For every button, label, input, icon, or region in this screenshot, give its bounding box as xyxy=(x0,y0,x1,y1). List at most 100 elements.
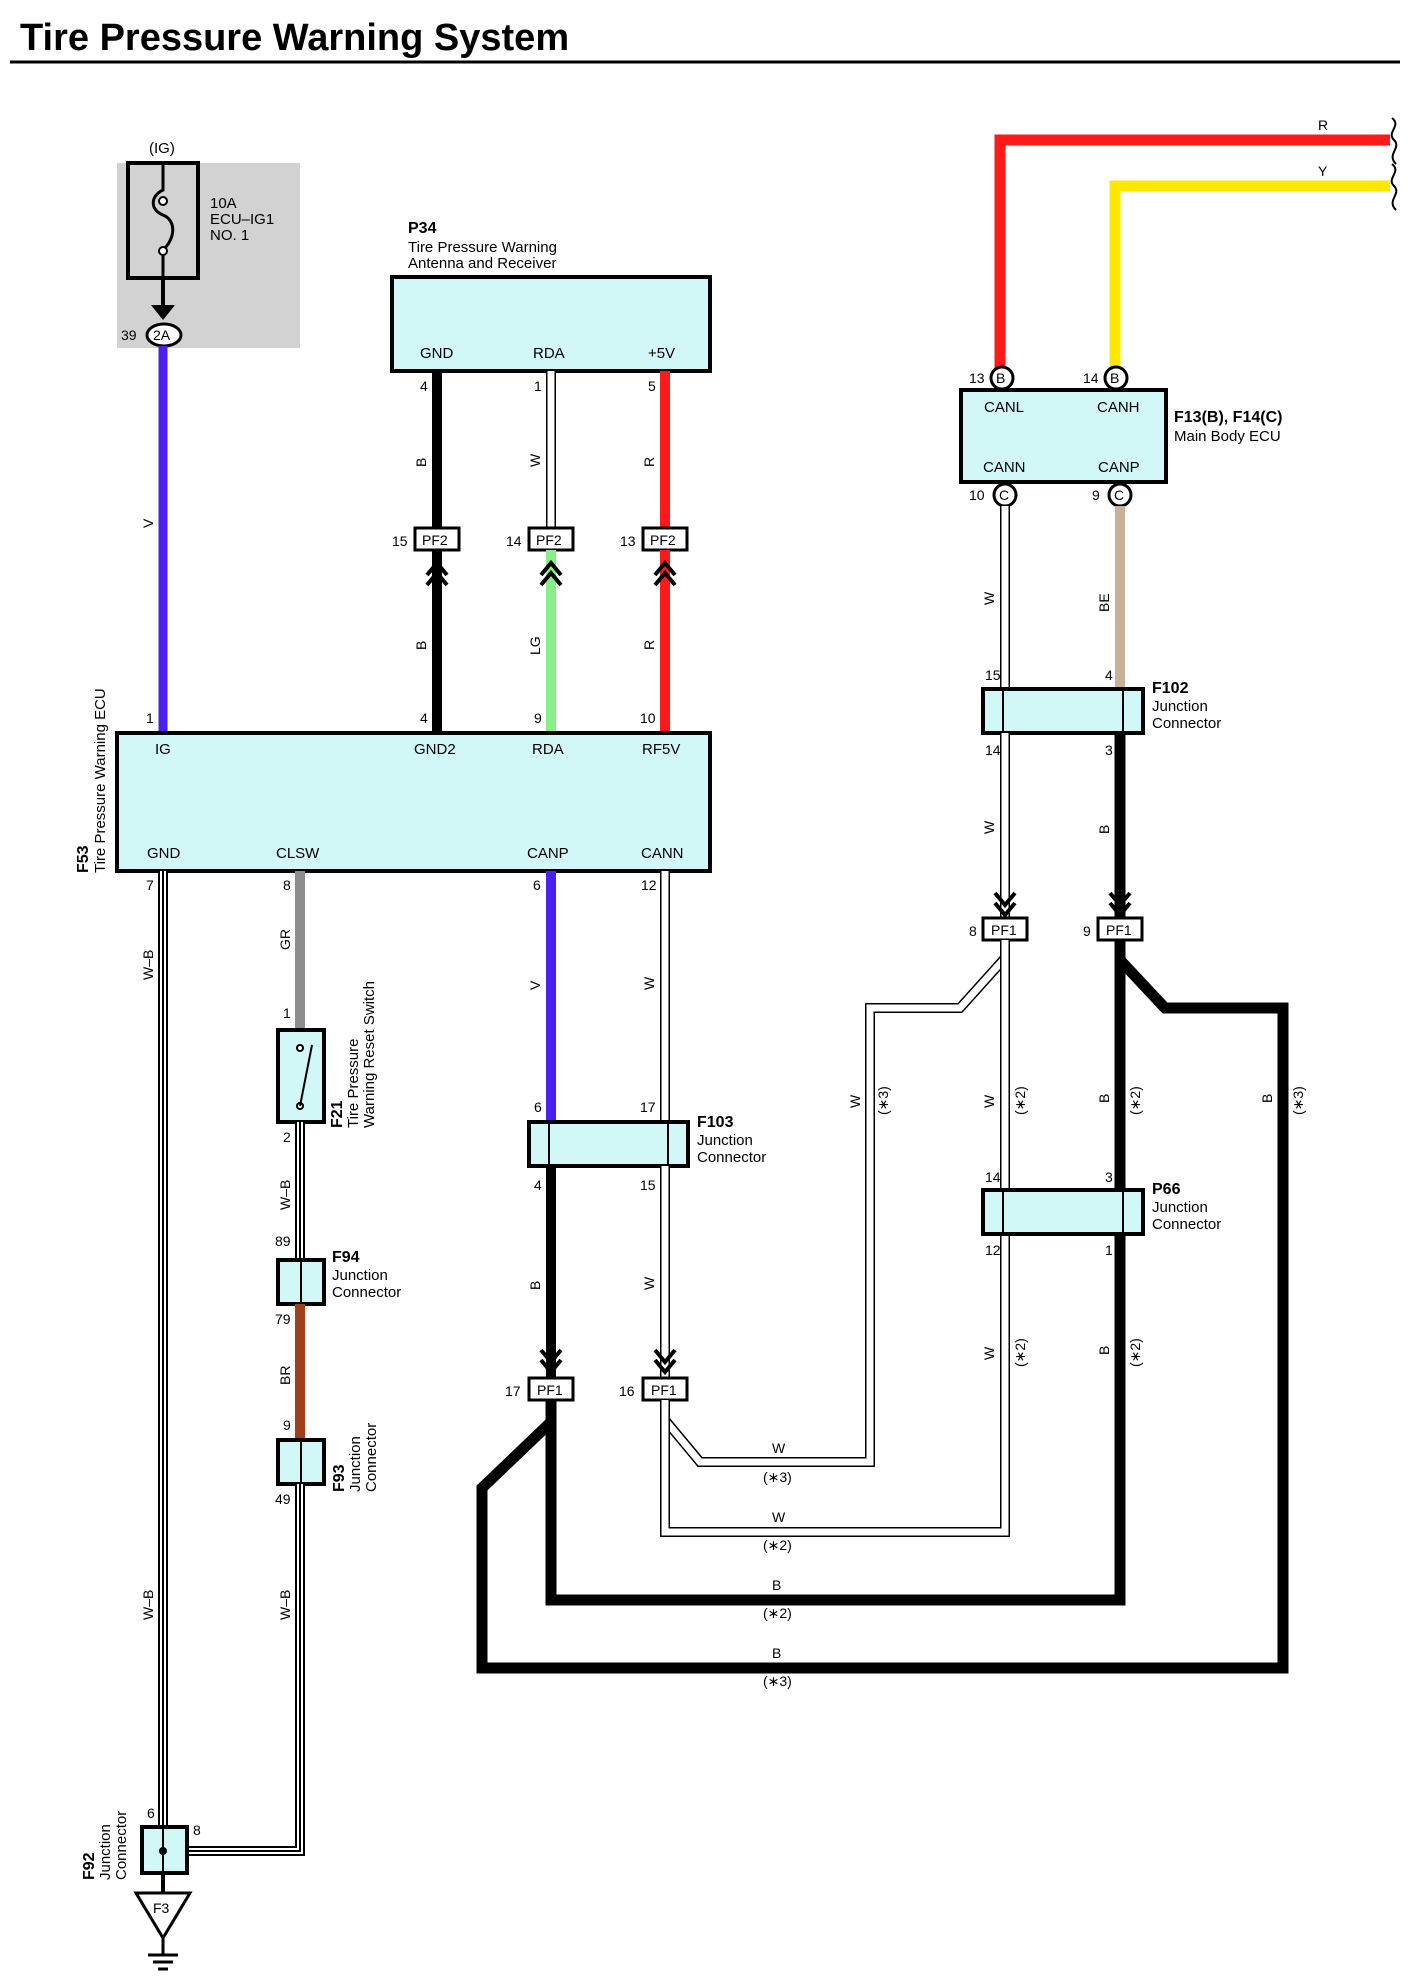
p34-desc-2: Antenna and Receiver xyxy=(408,255,556,272)
f53-code: F53 xyxy=(75,845,92,873)
ecu-num-canl: 13 xyxy=(969,370,985,386)
f53-pin-rf5v: RF5V xyxy=(642,741,680,758)
f92-num-6: 6 xyxy=(147,1805,155,1821)
pf1-arrow-16 xyxy=(653,1348,677,1376)
f103-code: F103 xyxy=(697,1114,734,1131)
f103-desc-2: Connector xyxy=(697,1149,766,1166)
f93-num-49: 49 xyxy=(275,1491,291,1507)
f53-num-canp: 6 xyxy=(533,877,541,893)
pf2-arrow-1 xyxy=(425,559,449,587)
f102-desc-1: Junction xyxy=(1152,698,1208,715)
wire-break-r-icon xyxy=(1390,117,1398,165)
p34-pin-rda: RDA xyxy=(533,345,565,362)
f92-num-8: 8 xyxy=(193,1822,201,1838)
wire-label-b-n2-2: B xyxy=(1096,1346,1112,1355)
f103-box xyxy=(527,1120,690,1168)
wire-b-note3 xyxy=(476,940,1289,1674)
wire-label-y-top: Y xyxy=(1318,163,1328,179)
wire-label-v-canp: V xyxy=(527,980,543,990)
wire-label-b-f102: B xyxy=(1096,825,1112,834)
pf1-pin-8: 8 xyxy=(969,923,977,939)
wire-label-wb-1: W–B xyxy=(140,950,156,980)
ecu-pin-canh: CANH xyxy=(1097,399,1140,416)
pf2-label-1: PF2 xyxy=(422,532,448,548)
f103-desc-1: Junction xyxy=(697,1132,753,1149)
f94-num-79: 79 xyxy=(275,1311,291,1327)
f21-switch-contact-top xyxy=(296,1044,304,1052)
pf1-arrow-8 xyxy=(993,891,1017,919)
f92-desc-2: Connector xyxy=(113,1811,130,1880)
note-n2-w-horizontal: (∗2) xyxy=(763,1537,792,1553)
f53-pin-clsw: CLSW xyxy=(276,845,320,862)
f103-num-4: 4 xyxy=(534,1177,542,1193)
ground-label: F3 xyxy=(153,1900,170,1916)
f53-pin-gnd2: GND2 xyxy=(414,741,456,758)
p34-desc-1: Tire Pressure Warning xyxy=(408,239,557,256)
wire-label-v-ig: V xyxy=(140,518,156,528)
p34-num-rda: 1 xyxy=(534,378,542,394)
f53-pin-canp: CANP xyxy=(527,845,569,862)
wire-label-br: BR xyxy=(277,1366,293,1385)
wire-label-w-p34: W xyxy=(527,453,543,467)
p66-box xyxy=(981,1188,1145,1236)
wire-label-w-n2-2: W xyxy=(981,1346,997,1360)
f53-pin-gnd: GND xyxy=(147,845,181,862)
f102-desc-2: Connector xyxy=(1152,715,1221,732)
p66-desc-2: Connector xyxy=(1152,1216,1221,1233)
f21-code: F21 xyxy=(329,1100,346,1128)
f21-desc-2: Warning Reset Switch xyxy=(361,981,378,1128)
pf1-label-16: PF1 xyxy=(651,1382,677,1398)
note-n2-b-horizontal: (∗2) xyxy=(763,1605,792,1621)
wire-label-wb-4: W–B xyxy=(277,1590,293,1620)
f93-code: F93 xyxy=(331,1464,348,1492)
main-ecu-desc: Main Body ECU xyxy=(1174,428,1281,445)
note-n3-b-horizontal: (∗3) xyxy=(763,1673,792,1689)
f94-code: F94 xyxy=(332,1249,360,1266)
p34-pin-gnd: GND xyxy=(420,345,454,362)
f53-box xyxy=(115,731,712,873)
ecu-conn-cann: C xyxy=(999,487,1009,503)
wire-label-gr: GR xyxy=(277,929,293,950)
f21-num-2: 2 xyxy=(283,1129,291,1145)
wire-y-incoming xyxy=(1109,180,1390,368)
wire-r-incoming xyxy=(994,134,1390,368)
ground-icon xyxy=(148,1938,178,1971)
f102-box xyxy=(981,687,1145,735)
p34-pin-5v: +5V xyxy=(648,345,675,362)
wire-label-w-f103: W xyxy=(641,1276,657,1290)
f53-num-rf5v: 10 xyxy=(640,710,656,726)
wire-label-r-rf5v: R xyxy=(641,640,657,650)
fuse-pin: 39 xyxy=(121,327,137,343)
f92-code: F92 xyxy=(81,1852,98,1880)
note-n2-w-1: (∗2) xyxy=(1012,1086,1028,1115)
ecu-pin-cann: CANN xyxy=(983,459,1026,476)
pf1-arrow-9 xyxy=(1108,891,1132,919)
pf2-arrow-3 xyxy=(653,559,677,587)
page-title: Tire Pressure Warning System xyxy=(20,17,569,59)
note-n2-b-1: (∗2) xyxy=(1127,1086,1143,1115)
wire-label-wb-3: W–B xyxy=(277,1180,293,1210)
wire-label-r-top: R xyxy=(1318,117,1328,133)
pf2-pin-14: 14 xyxy=(506,533,522,549)
fuse-terminal-top xyxy=(158,196,168,206)
pf1-pin-17: 17 xyxy=(505,1383,521,1399)
wire-label-w-ecu: W xyxy=(981,591,997,605)
pf1-label-9: PF1 xyxy=(1106,922,1132,938)
wire-label-b-n3-1: B xyxy=(1259,1094,1275,1103)
f102-num-4: 4 xyxy=(1105,667,1113,683)
p66-num-12: 12 xyxy=(985,1242,1001,1258)
ecu-num-cann: 10 xyxy=(969,487,985,503)
wire-label-w-n2-h: W xyxy=(772,1509,786,1525)
p34-num-5v: 5 xyxy=(648,378,656,394)
f53-num-ig: 1 xyxy=(146,710,154,726)
p34-code: P34 xyxy=(408,220,437,237)
fuse-icon xyxy=(151,163,175,278)
f103-num-17: 17 xyxy=(640,1099,656,1115)
wire-label-b-n3-h: B xyxy=(772,1645,781,1661)
note-n2-w-2: (∗2) xyxy=(1012,1338,1028,1367)
wire-label-b-n2-h: B xyxy=(772,1577,781,1593)
ecu-num-canp: 9 xyxy=(1092,487,1100,503)
wire-label-r-p34: R xyxy=(641,457,657,467)
f102-code: F102 xyxy=(1152,680,1189,697)
